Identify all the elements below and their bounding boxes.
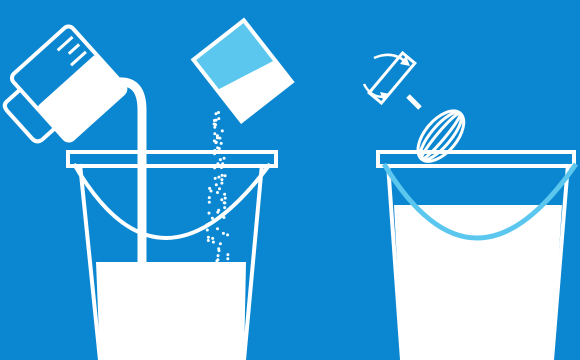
powder-particle — [216, 136, 219, 139]
powder-particle — [216, 258, 219, 261]
powder-particle — [219, 242, 222, 245]
powder-particle — [220, 178, 223, 181]
powder-particle — [217, 176, 220, 179]
powder-particle — [226, 233, 229, 236]
powder-particle — [215, 183, 218, 186]
powder-particle — [221, 174, 224, 177]
powder-particle — [217, 247, 220, 250]
left-bucket-liquid — [96, 262, 246, 360]
powder-particle — [216, 191, 219, 194]
powder-particle — [208, 201, 211, 204]
powder-particle — [213, 126, 216, 129]
powder-particle — [223, 206, 226, 209]
powder-particle — [207, 239, 210, 242]
powder-particle — [221, 162, 224, 165]
powder-particle — [218, 147, 221, 150]
powder-particle — [220, 142, 223, 145]
powder-particle — [208, 212, 211, 215]
powder-particle — [223, 157, 226, 160]
powder-particle — [211, 217, 214, 220]
powder-particle — [220, 198, 223, 201]
powder-particle — [206, 229, 209, 232]
powder-particle — [208, 222, 211, 225]
powder-particle — [215, 112, 218, 115]
powder-particle — [216, 227, 219, 230]
powder-particle — [226, 257, 229, 260]
powder-particle — [216, 162, 219, 165]
powder-particle — [219, 151, 222, 154]
powder-particle — [217, 254, 220, 257]
powder-particle — [223, 193, 226, 196]
powder-particle — [207, 236, 210, 239]
powder-particle — [216, 211, 219, 214]
powder-particle — [223, 216, 226, 219]
powder-particle — [224, 197, 227, 200]
powder-particle — [215, 119, 218, 122]
powder-particle — [220, 182, 223, 185]
powder-particle — [217, 117, 220, 120]
right-bucket-liquid — [394, 205, 562, 360]
powder-particle — [212, 241, 215, 244]
powder-particle — [219, 158, 222, 161]
powder-particle — [226, 253, 229, 256]
powder-particle — [211, 151, 214, 154]
powder-particle — [210, 190, 213, 193]
powder-particle — [211, 237, 214, 240]
powder-particle — [214, 177, 217, 180]
powder-particle — [223, 201, 226, 204]
powder-particle — [221, 129, 224, 132]
powder-particle — [222, 232, 225, 235]
powder-particle — [208, 187, 211, 190]
powder-particle — [208, 196, 211, 199]
powder-particle — [224, 174, 227, 177]
powder-particle — [213, 123, 216, 126]
powder-particle — [213, 166, 216, 169]
powder-particle — [220, 166, 223, 169]
powder-particle — [218, 187, 221, 190]
powder-particle — [215, 141, 218, 144]
powder-particle — [213, 132, 216, 135]
